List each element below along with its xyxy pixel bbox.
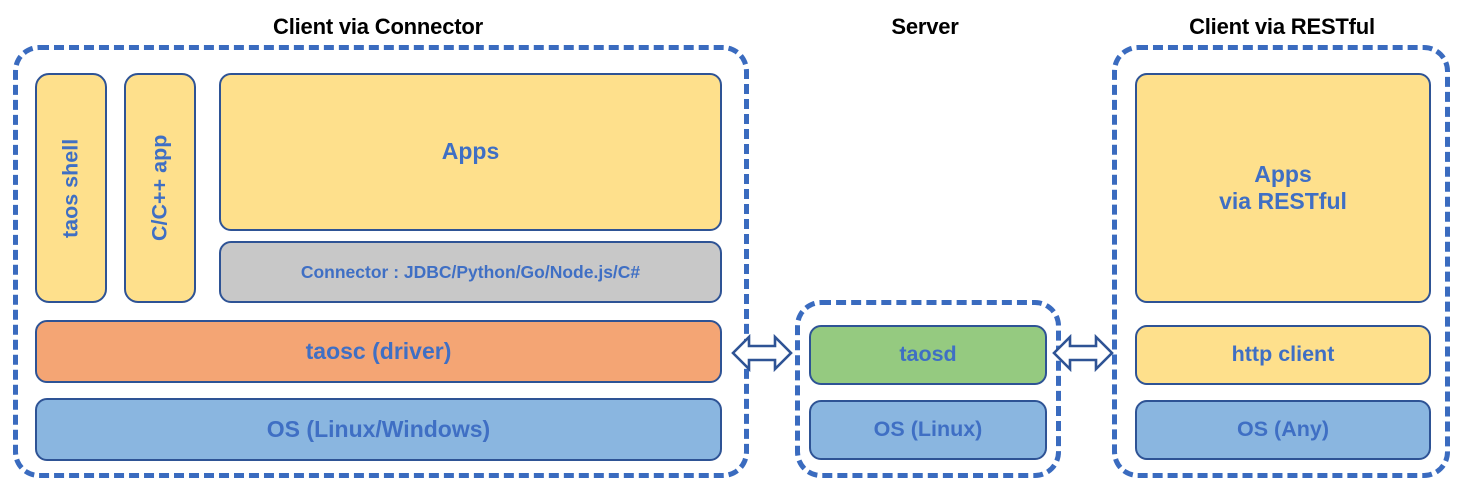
node-apps-via-restful[interactable]: Apps via RESTful <box>1135 73 1431 303</box>
node-apps-connector[interactable]: Apps <box>219 73 722 231</box>
group-client-restful <box>1112 45 1450 478</box>
title-server: Server <box>891 14 959 39</box>
node-os-any[interactable]: OS (Any) <box>1135 400 1431 460</box>
node-taosc-driver[interactable]: taosc (driver) <box>35 320 722 383</box>
node-taos-shell[interactable]: taos shell <box>35 73 107 303</box>
group-server <box>795 300 1061 478</box>
node-os-linux[interactable]: OS (Linux) <box>809 400 1047 460</box>
node-connector-list[interactable]: Connector : JDBC/Python/Go/Node.js/C# <box>219 241 722 303</box>
title-client-connector: Client via Connector <box>273 14 483 39</box>
arrow-server-to-restful-client <box>1052 330 1114 376</box>
node-taosd[interactable]: taosd <box>809 325 1047 385</box>
node-c-cpp-app[interactable]: C/C++ app <box>124 73 196 303</box>
arrow-client-to-server <box>731 330 793 376</box>
node-apps-via-restful-line1: Apps <box>1254 160 1312 187</box>
node-apps-via-restful-line2: via RESTful <box>1219 188 1347 214</box>
title-client-restful: Client via RESTful <box>1189 14 1375 39</box>
node-http-client[interactable]: http client <box>1135 325 1431 385</box>
group-client-connector <box>13 45 749 478</box>
node-os-linux-windows[interactable]: OS (Linux/Windows) <box>35 398 722 461</box>
